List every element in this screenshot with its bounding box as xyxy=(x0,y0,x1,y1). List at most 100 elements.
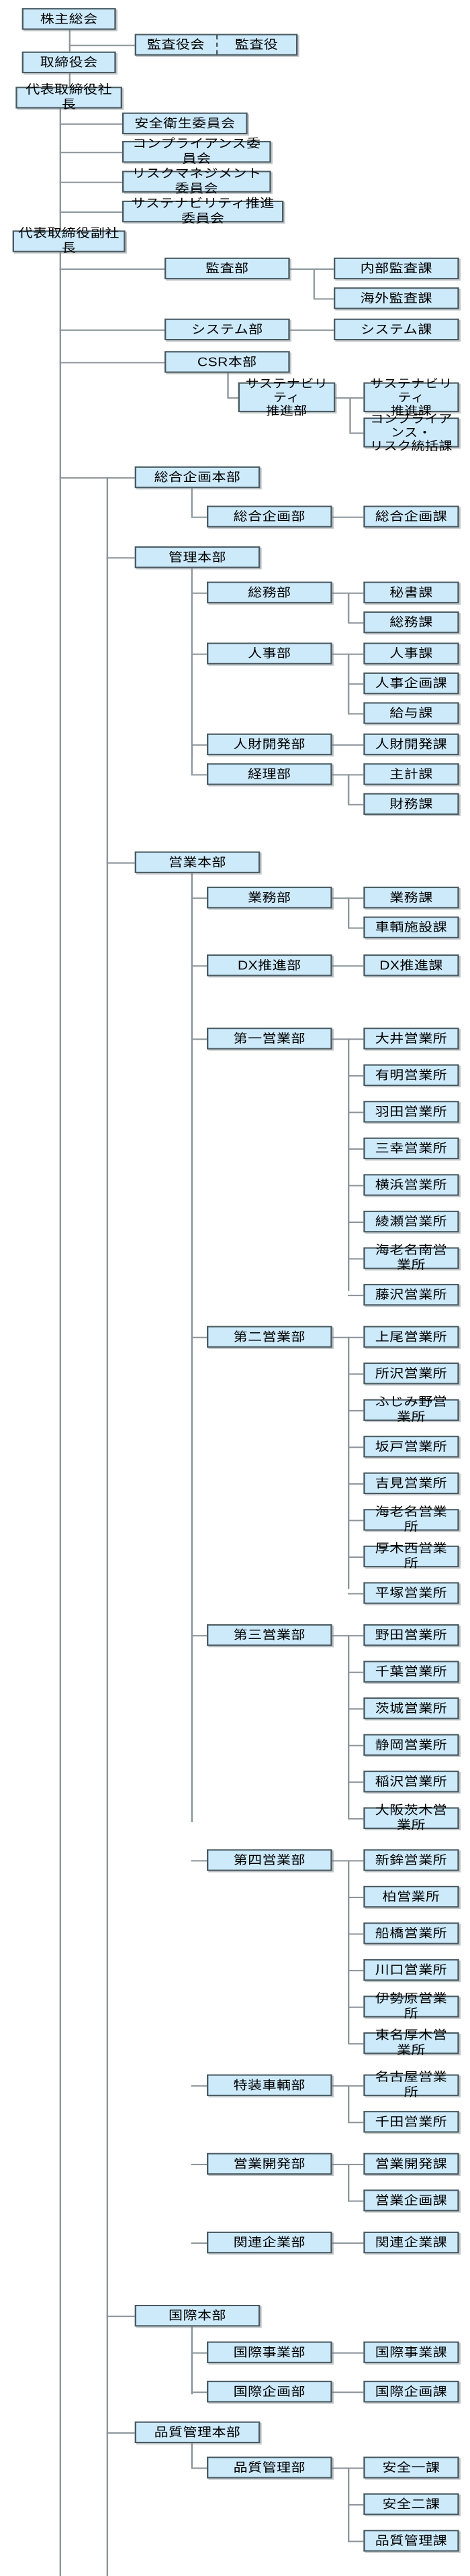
node-group-company-dept[interactable]: 関連企業部 xyxy=(207,2231,332,2254)
node-office-s1-08[interactable]: 藤沢営業所 xyxy=(363,1283,459,1306)
node-auditors-group[interactable]: 監査役会 監査役 xyxy=(134,34,298,56)
node-payroll-sec[interactable]: 給与課 xyxy=(363,702,459,724)
node-system-sec[interactable]: システム課 xyxy=(333,318,459,341)
node-office-s2-04[interactable]: 坂戸営業所 xyxy=(363,1436,459,1458)
node-office-s2-03[interactable]: ふじみ野営業所 xyxy=(363,1395,459,1424)
node-office-s1-06[interactable]: 綾瀬営業所 xyxy=(363,1210,459,1233)
node-sustainability-sec[interactable]: サステナビリティ 推進課 xyxy=(363,377,459,417)
node-planning-sec[interactable]: 総合企画課 xyxy=(363,505,459,528)
node-intl-plan-sec[interactable]: 国際企画課 xyxy=(363,2381,459,2403)
node-sales-dev-dept[interactable]: 営業開発部 xyxy=(207,2152,332,2175)
node-board-of-auditors[interactable]: 監査役会 xyxy=(136,35,218,54)
node-office-s4-01[interactable]: 新鉾営業所 xyxy=(363,1849,459,1871)
node-quality-hq[interactable]: 品質管理本部 xyxy=(134,2421,261,2444)
node-hr-dev-dept[interactable]: 人財開発部 xyxy=(207,733,332,756)
node-office-s3-04[interactable]: 静岡営業所 xyxy=(363,1734,459,1756)
node-hr-sec[interactable]: 人事課 xyxy=(363,642,459,664)
node-office-s3-02[interactable]: 千葉営業所 xyxy=(363,1661,459,1683)
node-committee-compliance[interactable]: コンプライアンス委員会 xyxy=(122,137,271,165)
node-general-affairs-dept[interactable]: 総務部 xyxy=(207,581,332,603)
node-committee-sustainability[interactable]: サステナビリティ推進委員会 xyxy=(122,197,284,225)
node-hr-dev-sec[interactable]: 人財開発課 xyxy=(363,733,459,756)
node-office-s1-02[interactable]: 有明営業所 xyxy=(363,1064,459,1087)
node-safety2-sec[interactable]: 安全二課 xyxy=(363,2493,459,2516)
connector xyxy=(191,897,207,899)
node-intl-biz-dept[interactable]: 国際事業部 xyxy=(207,2341,332,2363)
node-csr-hq[interactable]: CSR本部 xyxy=(164,351,290,373)
node-office-s2-06[interactable]: 海老名営業所 xyxy=(363,1505,459,1534)
node-planning-hq[interactable]: 総合企画本部 xyxy=(134,466,261,489)
node-label: 有明営業所 xyxy=(375,1067,448,1081)
node-general-affairs-sec[interactable]: 総務課 xyxy=(363,611,459,634)
node-dx-dept[interactable]: DX推進部 xyxy=(207,954,332,977)
node-office-s1-01[interactable]: 大井営業所 xyxy=(363,1028,459,1050)
node-accounting-dept[interactable]: 経理部 xyxy=(207,763,332,785)
node-special-vehicle-dept[interactable]: 特装車輌部 xyxy=(207,2074,332,2096)
node-intl-hq[interactable]: 国際本部 xyxy=(134,2305,261,2327)
node-sales4-dept[interactable]: 第四営業部 xyxy=(207,1849,332,1871)
node-label: 業務課 xyxy=(389,890,433,904)
node-auditor[interactable]: 監査役 xyxy=(234,37,279,51)
connector xyxy=(191,744,193,775)
node-intl-plan-dept[interactable]: 国際企画部 xyxy=(207,2381,332,2403)
node-office-s2-02[interactable]: 所沢営業所 xyxy=(363,1363,459,1385)
node-committee-risk[interactable]: リスクマネジメント委員会 xyxy=(122,166,271,195)
node-group-company-sec[interactable]: 関連企業課 xyxy=(363,2231,459,2254)
node-office-s4-04[interactable]: 川口営業所 xyxy=(363,1959,459,1981)
node-sustainability-dept[interactable]: サステナビリティ 推進部 xyxy=(238,377,336,417)
node-office-s2-08[interactable]: 平塚営業所 xyxy=(363,1582,459,1604)
node-dx-sec[interactable]: DX推進課 xyxy=(363,954,459,977)
node-quality-sec[interactable]: 品質管理課 xyxy=(363,2530,459,2552)
connector xyxy=(332,1635,364,1637)
node-office-s1-03[interactable]: 羽田営業所 xyxy=(363,1101,459,1123)
node-office-sv-02[interactable]: 千田営業所 xyxy=(363,2111,459,2133)
node-sales2-dept[interactable]: 第二営業部 xyxy=(207,1326,332,1348)
node-office-s4-05[interactable]: 伊勢原営業所 xyxy=(363,1991,459,2020)
node-sales-dev-sec[interactable]: 営業開発課 xyxy=(363,2152,459,2175)
node-system-dept[interactable]: システム部 xyxy=(164,318,290,341)
node-operations-dept[interactable]: 業務部 xyxy=(207,887,332,909)
node-office-s4-02[interactable]: 柏営業所 xyxy=(363,1885,459,1908)
node-secretariat-sec[interactable]: 秘書課 xyxy=(363,581,459,603)
node-office-s1-05[interactable]: 横浜営業所 xyxy=(363,1174,459,1196)
node-sales1-dept[interactable]: 第一営業部 xyxy=(207,1028,332,1050)
node-label: 茨城営業所 xyxy=(375,1701,448,1715)
node-office-s4-06[interactable]: 東名厚木営業所 xyxy=(363,2028,459,2057)
node-president[interactable]: 代表取締役社長 xyxy=(15,83,123,111)
node-overseas-audit-sec[interactable]: 海外監査課 xyxy=(333,287,459,309)
node-office-s2-05[interactable]: 吉見営業所 xyxy=(363,1472,459,1495)
node-committee-safety[interactable]: 安全衛生委員会 xyxy=(122,112,248,134)
node-vice-president[interactable]: 代表取締役副社長 xyxy=(12,226,126,255)
connector xyxy=(348,927,364,929)
node-office-s2-01[interactable]: 上尾営業所 xyxy=(363,1326,459,1348)
node-finance-sec[interactable]: 財務課 xyxy=(363,793,459,815)
node-budget-sec[interactable]: 主計課 xyxy=(363,763,459,785)
node-shareholders-meeting[interactable]: 株主総会 xyxy=(21,8,116,30)
node-operations-sec[interactable]: 業務課 xyxy=(363,887,459,909)
node-office-s3-06[interactable]: 大阪茨木営業所 xyxy=(363,1803,459,1832)
node-sales-planning-sec[interactable]: 営業企画課 xyxy=(363,2189,459,2212)
node-vehicle-sec[interactable]: 車輌施設課 xyxy=(363,916,459,938)
node-office-s4-03[interactable]: 船橋営業所 xyxy=(363,1922,459,1944)
node-hr-dept[interactable]: 人事部 xyxy=(207,642,332,664)
node-sales-hq[interactable]: 営業本部 xyxy=(134,851,261,873)
node-office-sv-01[interactable]: 名古屋営業所 xyxy=(363,2071,459,2099)
node-internal-audit-sec[interactable]: 内部監査課 xyxy=(333,257,459,280)
node-office-s3-01[interactable]: 野田営業所 xyxy=(363,1624,459,1646)
node-admin-hq[interactable]: 管理本部 xyxy=(134,546,261,568)
node-office-s1-04[interactable]: 三幸営業所 xyxy=(363,1137,459,1160)
node-office-s3-03[interactable]: 茨城営業所 xyxy=(363,1697,459,1720)
node-hr-planning-sec[interactable]: 人事企画課 xyxy=(363,672,459,695)
node-office-s2-07[interactable]: 厚木西営業所 xyxy=(363,1542,459,1570)
node-quality-dept[interactable]: 品質管理部 xyxy=(207,2457,332,2479)
node-planning-dept[interactable]: 総合企画部 xyxy=(207,505,332,528)
node-compliance-risk-sec[interactable]: コンプライアンス・ リスク統括課 xyxy=(363,412,459,453)
node-office-s3-05[interactable]: 稲沢営業所 xyxy=(363,1771,459,1793)
node-office-s1-07[interactable]: 海老名南営業所 xyxy=(363,1243,459,1272)
node-intl-biz-sec[interactable]: 国際事業課 xyxy=(363,2341,459,2363)
node-safety1-sec[interactable]: 安全一課 xyxy=(363,2457,459,2479)
node-board-of-directors[interactable]: 取締役会 xyxy=(21,51,116,74)
node-sales3-dept[interactable]: 第三営業部 xyxy=(207,1624,332,1646)
node-audit-dept[interactable]: 監査部 xyxy=(164,257,290,280)
node-label: 所沢営業所 xyxy=(375,1366,448,1380)
